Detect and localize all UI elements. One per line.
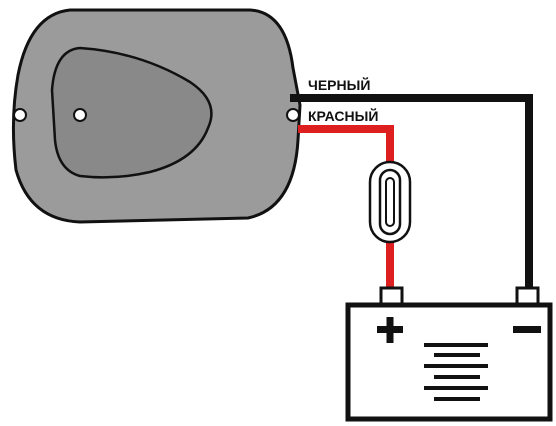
- control-unit-panel: [50, 46, 213, 179]
- battery-cell-lines: [424, 343, 488, 401]
- red-wire-upper: [298, 125, 394, 168]
- wires: [290, 94, 533, 290]
- left-mounting-hole: [13, 108, 27, 122]
- negative-symbol: [513, 326, 541, 333]
- control-unit: [11, 8, 302, 224]
- black-wire-label: ЧЕРНЫЙ: [308, 76, 370, 93]
- positive-symbol: [377, 317, 403, 343]
- panel-indicator-dot: [73, 108, 87, 122]
- inline-fuse-icon: [368, 160, 412, 244]
- battery-body: [345, 302, 553, 422]
- negative-terminal: [515, 286, 540, 307]
- black-wire: [290, 94, 533, 290]
- right-mounting-hole: [286, 108, 300, 122]
- battery-icon: [345, 286, 553, 422]
- red-wire-label: КРАСНЫЙ: [308, 107, 378, 124]
- positive-terminal: [379, 286, 404, 307]
